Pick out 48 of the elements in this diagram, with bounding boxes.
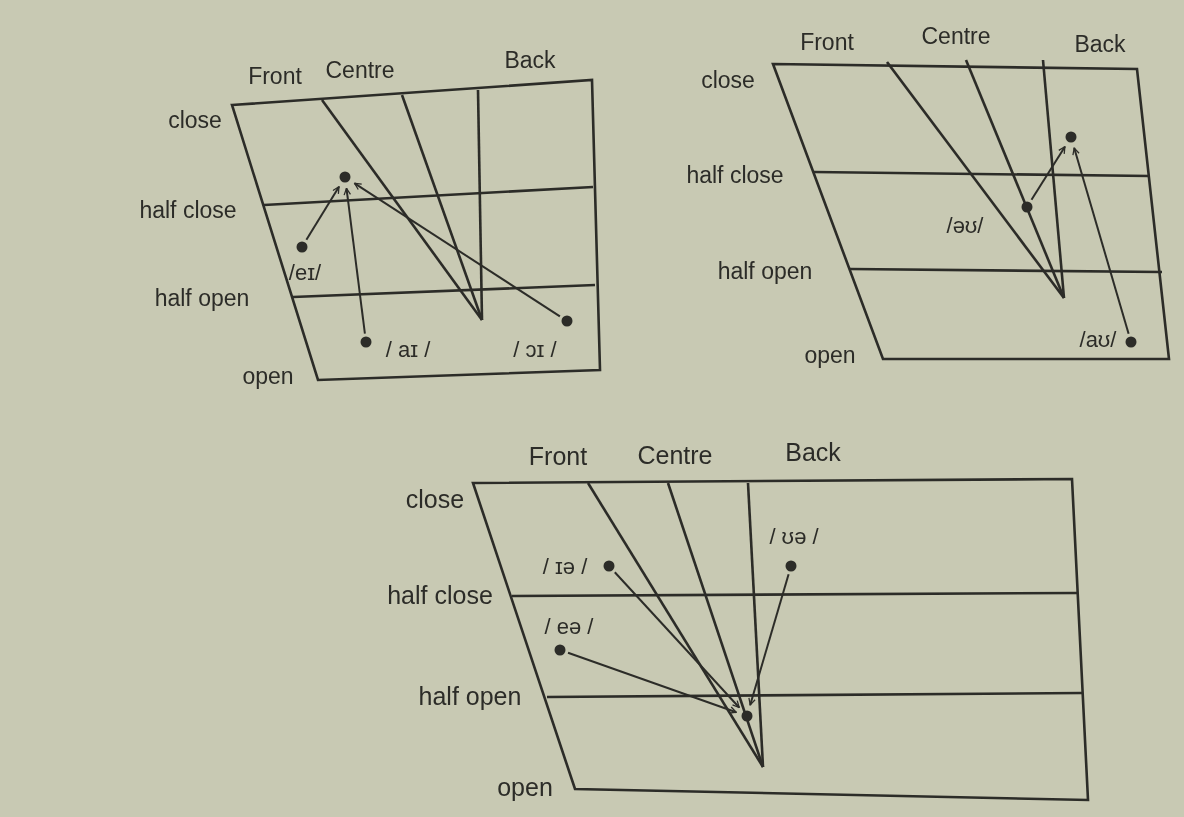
axis-label: Back [785, 439, 841, 465]
vowel-symbol: / ɔɪ / [513, 339, 557, 361]
vowel-dot [554, 644, 566, 656]
vowel-dot [1021, 201, 1033, 213]
axis-label: Back [1074, 32, 1126, 56]
vowel-symbol: /eɪ/ [288, 262, 322, 284]
vowel-symbol: / eə / [544, 616, 594, 638]
axis-label: Front [800, 30, 854, 54]
arrow [748, 573, 790, 706]
arrow [567, 651, 738, 714]
axis-label: half open [418, 683, 522, 709]
axis-label: Centre [325, 58, 395, 82]
axis-label: half close [686, 163, 784, 187]
arrow [1030, 145, 1066, 201]
axis-label: Back [504, 48, 556, 72]
vowel-dot [296, 241, 308, 253]
vowel-symbol: / ɪə / [542, 556, 588, 578]
vowel-symbol: / aɪ / [385, 339, 431, 361]
arrow [1072, 147, 1130, 335]
axis-label: close [405, 486, 465, 512]
vowel-dot [1125, 336, 1137, 348]
vowel-dot [360, 336, 372, 348]
vowel-dot [1065, 131, 1077, 143]
axis-label: Centre [921, 24, 991, 48]
axis-label: half close [387, 582, 493, 608]
axis-label: open [804, 343, 856, 367]
axis-label: Centre [637, 442, 713, 468]
vowel-dot [339, 171, 351, 183]
vowel-dot [603, 560, 615, 572]
vowel-symbol: / ʊə / [769, 526, 819, 548]
axis-label: Front [248, 64, 302, 88]
vowel-dot [785, 560, 797, 572]
axis-label: close [701, 68, 755, 92]
axis-label: half open [154, 286, 250, 310]
vowel-symbol: /aʊ/ [1079, 329, 1117, 351]
axis-label: half open [717, 259, 813, 283]
arrow [305, 185, 340, 241]
axis-label: close [168, 108, 222, 132]
axis-label: open [497, 774, 553, 800]
axis-label: half close [139, 198, 237, 222]
vowel-dot [741, 710, 753, 722]
vowel-dot [561, 315, 573, 327]
axis-label: open [242, 364, 294, 388]
axis-label: Front [528, 443, 588, 469]
vowel-symbol: /əʊ/ [946, 215, 984, 237]
arrow [353, 182, 561, 318]
arrow [613, 571, 741, 709]
arrow [343, 187, 366, 335]
